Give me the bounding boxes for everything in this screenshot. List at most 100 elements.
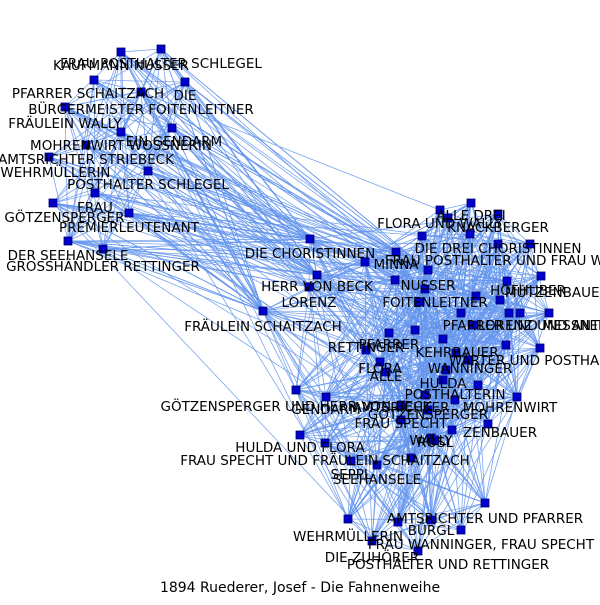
edge — [469, 233, 541, 349]
node-n42 — [450, 395, 460, 405]
edge — [347, 312, 510, 520]
node-n43 — [423, 405, 433, 415]
node-n4 — [180, 77, 190, 87]
edge — [469, 233, 550, 314]
node-n13 — [48, 198, 58, 208]
edge — [364, 261, 367, 351]
node-n47 — [447, 425, 457, 435]
node-label: FLORA UND WALLY — [377, 216, 504, 232]
edge — [467, 359, 518, 398]
node-label: SEEHANSELE — [333, 472, 421, 488]
edge — [516, 347, 541, 398]
node-label: FOITENLEITNER — [382, 295, 488, 311]
edge — [120, 51, 311, 240]
edge — [397, 502, 486, 523]
edge — [184, 81, 264, 312]
edge — [94, 127, 173, 194]
edge — [394, 279, 479, 386]
edge — [299, 434, 349, 520]
edge — [460, 233, 471, 314]
node-n40 — [291, 385, 301, 395]
edge-layer — [48, 48, 550, 552]
edge — [397, 521, 462, 531]
edge — [472, 299, 501, 326]
node-label: FRAU — [77, 200, 113, 216]
edge — [67, 144, 87, 242]
edge — [140, 91, 264, 312]
edge — [451, 312, 550, 431]
edge — [52, 192, 96, 204]
node-label: FRÄULEIN WALLY — [8, 114, 122, 132]
edge — [410, 233, 471, 459]
edge — [376, 464, 486, 504]
edge — [324, 324, 474, 444]
edge — [516, 312, 521, 398]
node-label: PREMIERLEUTENANT — [59, 220, 200, 236]
node-u17 — [406, 453, 416, 463]
edge — [184, 81, 311, 240]
edge — [347, 460, 352, 520]
edge — [442, 217, 449, 340]
edge — [371, 464, 378, 542]
edge — [64, 106, 318, 276]
node-n24 — [466, 198, 476, 208]
edge — [400, 352, 457, 406]
node-n8 — [116, 127, 126, 137]
edge — [120, 131, 318, 276]
edge — [421, 233, 471, 237]
node-n38 — [438, 375, 448, 385]
edge — [52, 131, 122, 204]
node-n22 — [420, 284, 430, 294]
edge — [410, 299, 501, 459]
edge — [52, 202, 373, 542]
node-n6 — [60, 102, 70, 112]
edge — [350, 396, 518, 462]
edge — [472, 324, 507, 346]
edge — [102, 248, 429, 271]
edge — [140, 91, 311, 240]
edge — [455, 312, 550, 354]
edge — [48, 81, 186, 158]
node-n3 — [89, 75, 99, 85]
node-label: HOFHUBER — [490, 283, 566, 299]
edge — [394, 279, 462, 314]
node-n59 — [413, 546, 423, 556]
edge — [102, 248, 318, 276]
node-n41 — [420, 390, 430, 400]
node-n15 — [63, 236, 73, 246]
edge — [505, 312, 521, 346]
edge — [295, 389, 412, 459]
edge — [376, 464, 399, 523]
edge — [64, 48, 162, 108]
edge — [477, 384, 489, 425]
node-label: WÄRTER UND POSTHALTER — [449, 351, 600, 369]
edge — [324, 442, 486, 504]
node-label: FRAU SPECHT — [354, 416, 448, 432]
node-label: DIE — [174, 88, 197, 104]
edge — [484, 396, 518, 504]
node-label: EIN GENDARM — [126, 134, 222, 150]
node-label: PFARRER SCHAITZACH — [12, 86, 164, 102]
node-label: WEHRMÜLLERIN — [293, 527, 403, 545]
node-label: DER SEEHANSELE — [8, 248, 129, 264]
node-n34 — [410, 325, 420, 335]
node-u10 — [438, 334, 448, 344]
edge — [419, 275, 542, 303]
diagram-caption: 1894 Ruederer, Josef - Die Fahnenweihe — [159, 580, 441, 596]
node-u9 — [468, 320, 478, 330]
edge — [85, 144, 429, 271]
edge — [364, 261, 444, 340]
node-n31 — [544, 308, 554, 318]
edge — [67, 212, 130, 242]
edge — [371, 371, 387, 542]
edge — [94, 131, 122, 194]
edge — [421, 213, 499, 237]
edge — [299, 419, 402, 436]
node-n9 — [81, 140, 91, 150]
node-label: AMTSRICHTER STRIEBECK — [0, 152, 175, 168]
node-label: ZENBAUER — [463, 425, 537, 441]
node-label: MOHRENWIRT WOSSNERIN — [30, 138, 212, 154]
edge — [295, 389, 349, 520]
edge — [93, 79, 142, 93]
edge — [379, 251, 397, 363]
